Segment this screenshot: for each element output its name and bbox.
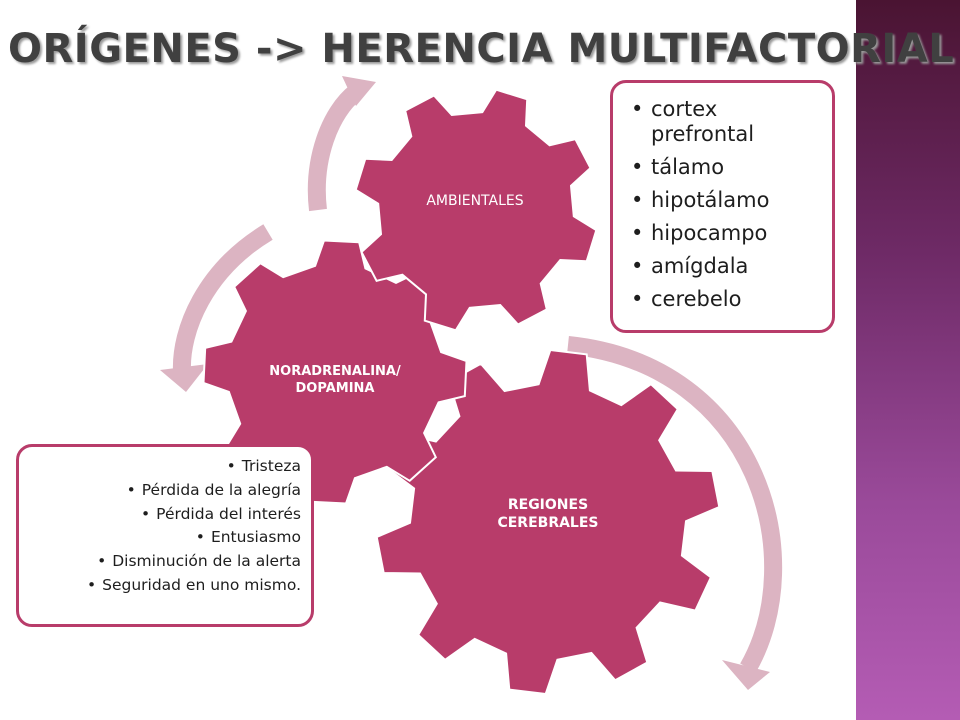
list-item: hipocampo xyxy=(625,221,824,246)
slide-title: ORÍGENES -> HERENCIA MULTIFACTORIAL xyxy=(8,26,955,72)
side-decorative-strip xyxy=(856,0,960,720)
gear-label-regiones: REGIONES CEREBRALES xyxy=(497,497,599,532)
list-item: amígdala xyxy=(625,254,824,279)
cycle-arrow-left xyxy=(172,224,273,373)
gear-label-ambientales: AMBIENTALES xyxy=(426,193,524,209)
cycle-arrow-right xyxy=(567,336,783,673)
cycle-arrow-right-head xyxy=(722,660,770,690)
list-item: •Entusiasmo xyxy=(195,528,301,547)
list-item: •Seguridad en uno mismo. xyxy=(86,575,301,594)
symptoms-list: •Tristeza •Pérdida de la alegría •Pérdid… xyxy=(19,447,311,595)
list-item: •Tristeza xyxy=(226,457,301,475)
cycle-arrow-left-head xyxy=(160,364,208,392)
cycle-arrow-top xyxy=(307,84,362,212)
list-item: cortex prefrontal xyxy=(625,97,824,147)
list-item: •Pérdida del interés xyxy=(141,504,301,523)
brain-regions-list: cortex prefrontal tálamo hipotálamo hipo… xyxy=(613,83,832,312)
list-item: cerebelo xyxy=(625,287,824,312)
symptoms-callout: •Tristeza •Pérdida de la alegría •Pérdid… xyxy=(16,444,314,627)
list-item: •Disminución de la alerta xyxy=(97,552,301,571)
gear-label-noradrenalina: NORADRENALINA/ DOPAMINA xyxy=(269,364,401,396)
list-item: tálamo xyxy=(625,155,824,180)
gear-ambientales xyxy=(354,88,598,332)
brain-regions-callout: cortex prefrontal tálamo hipotálamo hipo… xyxy=(610,80,835,333)
cycle-arrow-top-head xyxy=(342,76,376,106)
list-item: •Pérdida de la alegría xyxy=(126,480,301,499)
list-item: hipotálamo xyxy=(625,188,824,213)
